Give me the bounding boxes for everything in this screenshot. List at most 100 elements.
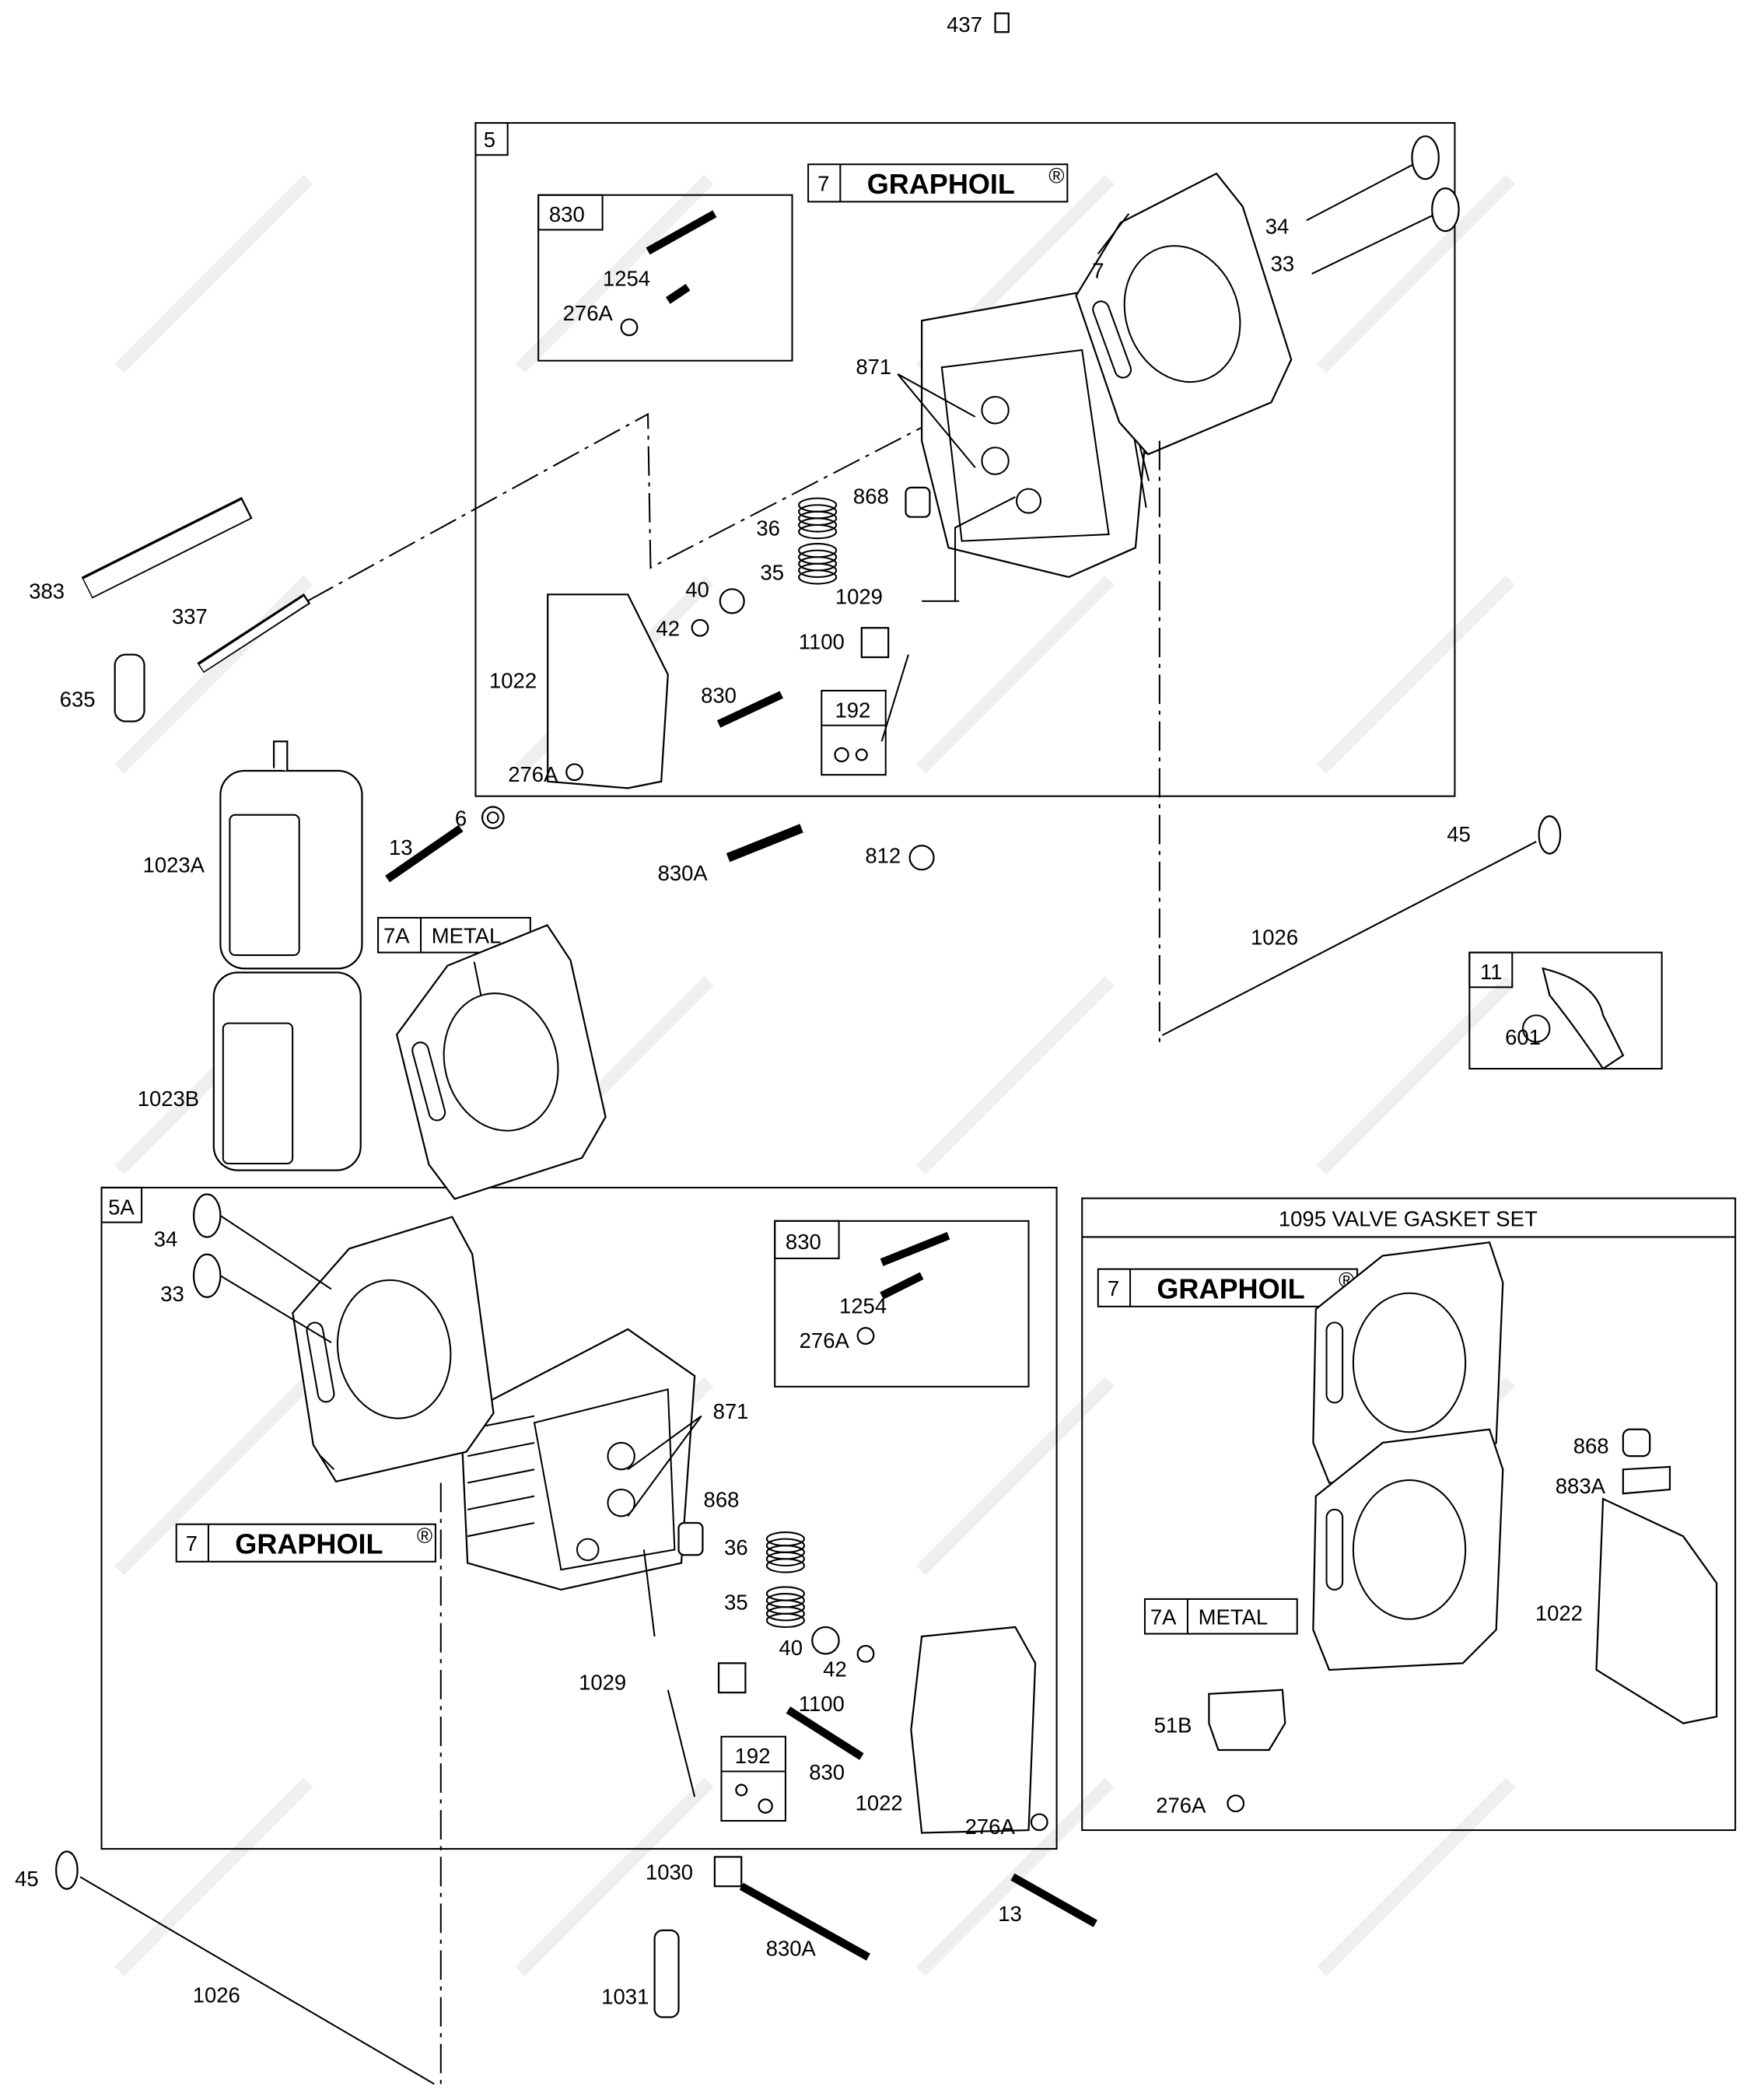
callout-276a: 276A	[1156, 1794, 1206, 1818]
callout-1254: 1254	[603, 267, 650, 291]
valves	[55, 135, 1562, 2085]
gasket-set-frame	[1081, 1197, 1737, 1832]
callout-36: 36	[724, 1535, 748, 1559]
callout-1100: 1100	[799, 630, 845, 654]
callout-830: 830	[701, 683, 737, 707]
graphoil-part-number: 7	[186, 1531, 198, 1556]
spark-plug-tool-383	[81, 496, 253, 599]
boot-635	[114, 653, 145, 723]
callout-871: 871	[713, 1399, 749, 1423]
graphoil-label: GRAPHOIL	[867, 168, 1015, 200]
kit-192-lower-label: 192	[735, 1744, 771, 1768]
assembly-5a-frame	[100, 1186, 1058, 1850]
callout-1100: 1100	[799, 1692, 845, 1716]
callout-871: 871	[856, 355, 891, 379]
callout-1026: 1026	[1251, 925, 1298, 949]
callout-868: 868	[1573, 1434, 1609, 1458]
callout-33: 33	[1271, 252, 1295, 276]
watermark-mark	[515, 1777, 714, 1976]
kit-830-lower-label: 830	[786, 1230, 821, 1254]
callout-601: 601	[1505, 1025, 1541, 1049]
callout-1026: 1026	[193, 1983, 240, 2007]
rocker-gasket-upper	[547, 593, 669, 789]
callout-830a: 830A	[766, 1937, 817, 1961]
leader-lines	[306, 213, 1160, 2084]
valve-cover-1023b	[212, 971, 362, 1171]
metal-label: METAL	[1199, 1605, 1269, 1629]
graphoil-tag: 7 GRAPHOIL ®	[175, 1523, 436, 1563]
metal-tag: 7A METAL	[1143, 1598, 1298, 1635]
watermark-mark	[1317, 976, 1516, 1175]
assembly-5a-label: 5A	[108, 1195, 135, 1219]
watermark-mark	[915, 976, 1115, 1175]
callout-1254: 1254	[839, 1293, 887, 1318]
push-rod-upper	[1161, 841, 1537, 1037]
callout-34: 34	[154, 1227, 178, 1251]
callout-6: 6	[455, 806, 467, 830]
valve-spring	[765, 1531, 805, 1573]
watermark-mark	[1317, 1777, 1516, 1976]
callout-437: 437	[947, 12, 982, 37]
callout-868: 868	[853, 485, 889, 509]
head-gasket	[1075, 172, 1293, 456]
callout-276a: 276A	[800, 1328, 850, 1353]
graphoil-label: GRAPHOIL	[235, 1528, 383, 1560]
pin-1031	[653, 1929, 680, 2018]
callout-40: 40	[779, 1636, 803, 1660]
cylinder-head-lower	[460, 1328, 696, 1591]
graphoil-label: GRAPHOIL	[1157, 1272, 1304, 1304]
callout-51b: 51B	[1154, 1713, 1192, 1738]
callout-337: 337	[172, 604, 208, 628]
callout-33: 33	[160, 1282, 184, 1306]
callout-276a: 276A	[965, 1815, 1016, 1839]
spark-plug-337	[197, 593, 311, 674]
callout-36: 36	[756, 516, 780, 541]
valve-cover-1023a	[219, 740, 363, 970]
callout-1023a: 1023A	[143, 853, 205, 877]
callout-labels: 4371254276A73433871868363540421029110083…	[15, 12, 1608, 2008]
callout-40: 40	[685, 578, 709, 602]
graphoil-part-number: 7	[1108, 1276, 1119, 1300]
callout-830: 830	[809, 1760, 845, 1784]
callout-276a: 276A	[508, 762, 558, 786]
assembly-5-frame	[474, 121, 1456, 797]
callout-45: 45	[15, 1867, 39, 1891]
push-rod-lower	[79, 1876, 435, 2085]
callout-1022: 1022	[856, 1790, 903, 1815]
callout-1030: 1030	[646, 1860, 693, 1885]
callout-35: 35	[760, 560, 784, 584]
callout-383: 383	[29, 579, 65, 603]
callout-7: 7	[1092, 258, 1104, 282]
registered-mark: ®	[1048, 163, 1064, 187]
head-gasket	[1312, 1428, 1504, 1671]
metal-part-number: 7A	[1150, 1605, 1177, 1629]
callout-830a: 830A	[658, 861, 709, 885]
callout-42: 42	[823, 1657, 847, 1682]
registered-mark: ®	[417, 1524, 432, 1548]
assembly-5-label: 5	[484, 128, 495, 152]
kit-11-frame	[1468, 951, 1663, 1070]
head-gasket	[292, 1216, 495, 1483]
callout-13: 13	[389, 835, 413, 859]
callout-868: 868	[704, 1487, 740, 1511]
callout-883a: 883A	[1556, 1474, 1606, 1498]
watermark-mark	[915, 575, 1115, 774]
valve-spring	[765, 1586, 805, 1629]
watermark-mark	[1317, 575, 1516, 774]
callout-42: 42	[656, 617, 680, 641]
watermark-mark	[114, 174, 313, 373]
watermark-mark	[915, 1377, 1115, 1576]
metal-part-number: 7A	[383, 924, 410, 948]
rocker-gasket-set	[1595, 1497, 1718, 1724]
callout-1029: 1029	[835, 584, 883, 608]
callout-1029: 1029	[579, 1671, 626, 1695]
kit-830-upper-frame	[537, 194, 793, 362]
gasket-set-title: 1095 VALVE GASKET SET	[1279, 1207, 1538, 1231]
head-gasket	[1312, 1241, 1504, 1484]
callout-1023b: 1023B	[138, 1087, 199, 1111]
callout-635: 635	[60, 688, 96, 712]
parts	[55, 12, 1718, 2085]
callout-13: 13	[998, 1902, 1022, 1926]
callout-1022: 1022	[1535, 1601, 1583, 1625]
